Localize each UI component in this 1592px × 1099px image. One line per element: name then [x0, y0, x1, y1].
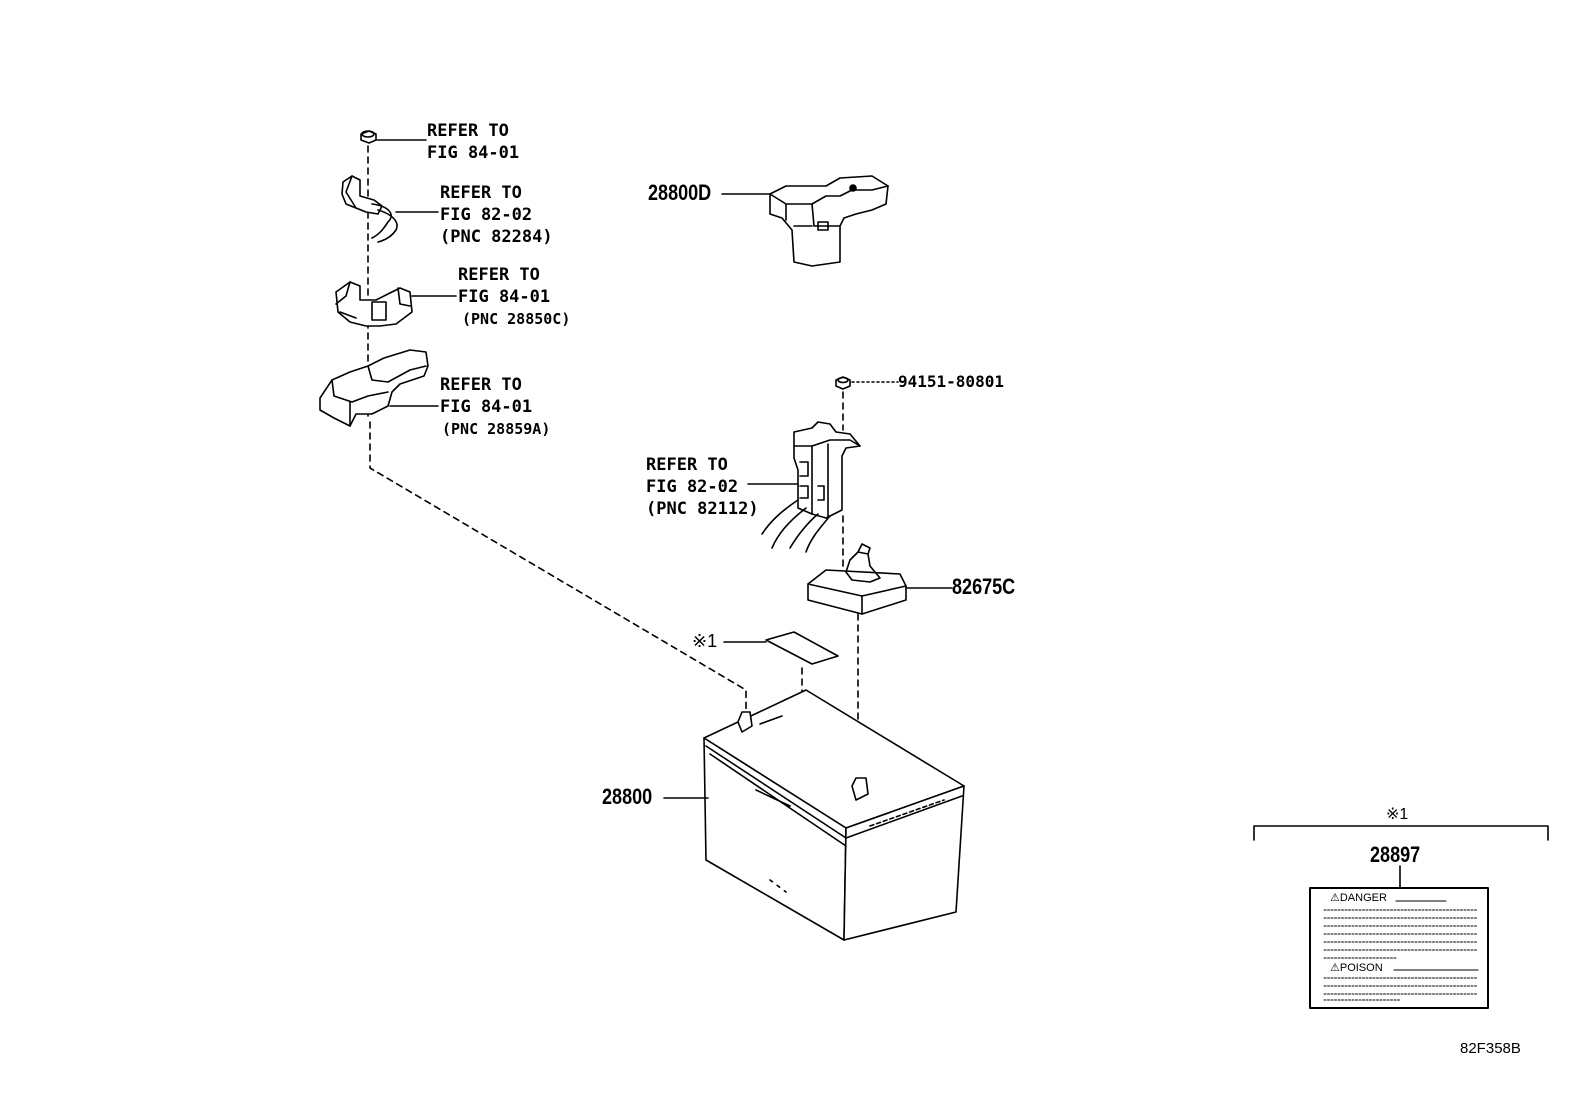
poison-heading: ⚠POISON: [1330, 962, 1383, 974]
dash-to-battery-left: [369, 421, 747, 713]
callout-line: REFER TO: [458, 265, 540, 285]
callout-line: REFER TO: [646, 455, 728, 475]
callout-line: REFER TO: [440, 375, 522, 395]
callout-fig82-02-b: REFER TO FIG 82-02 (PNC 82112): [646, 454, 759, 520]
figure-id: 82F358B: [1460, 1040, 1521, 1057]
part-number-nut: 94151-80801: [898, 372, 1004, 391]
label-piece: [723, 631, 839, 665]
nut-top-left: [360, 130, 427, 144]
battery-28800: [663, 689, 965, 941]
callout-line: REFER TO: [440, 183, 522, 203]
callout-line: (PNC 28850C): [462, 310, 571, 328]
callout-line: (PNC 82284): [440, 227, 553, 247]
warning-label-28897: [1309, 887, 1489, 1009]
callout-line: FIG 84-01: [427, 143, 520, 163]
label-box-reference: ※1: [1386, 806, 1409, 823]
callout-line: REFER TO: [427, 121, 509, 141]
callout-line: FIG 84-01: [458, 287, 551, 307]
part-number-clamp: 28800D: [648, 180, 712, 205]
label-bracket: [1253, 825, 1549, 889]
callout-line: FIG 82-02: [646, 477, 739, 497]
terminal-block-left: [335, 281, 457, 327]
callout-fig84-01-c: REFER TO FIG 84-01 (PNC 28859A): [440, 374, 550, 440]
callout-line: (PNC 82112): [646, 499, 759, 519]
callout-fig84-01-a: REFER TO FIG 84-01: [427, 120, 519, 164]
terminal-right: [747, 421, 861, 553]
part-number-label: 28897: [1370, 842, 1421, 867]
callout-line: FIG 82-02: [440, 205, 533, 225]
callout-line: FIG 84-01: [440, 397, 533, 417]
part-number-battery: 28800: [602, 784, 653, 809]
terminal-cover-left: [319, 349, 439, 427]
part-number-terminal-cover: 82675C: [952, 574, 1016, 599]
terminal-clamp-left: [341, 175, 439, 243]
clamp-28800d: [721, 175, 889, 267]
callout-fig82-02-a: REFER TO FIG 82-02 (PNC 82284): [440, 182, 553, 248]
callout-fig84-01-b: REFER TO FIG 84-01 (PNC 28850C): [458, 264, 570, 330]
label-reference-mark: ※1: [692, 631, 718, 651]
callout-line: (PNC 28859A): [442, 420, 551, 438]
nut-94151: [835, 376, 899, 390]
cover-82675c: [807, 543, 953, 615]
danger-heading: ⚠DANGER: [1330, 892, 1387, 904]
